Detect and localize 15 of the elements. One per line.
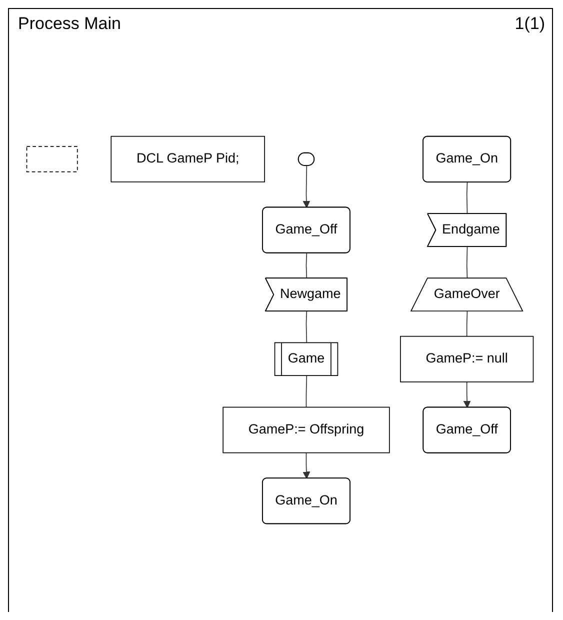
connector — [306, 311, 308, 344]
node-box: GameP:= null — [400, 336, 534, 382]
connector — [466, 311, 468, 337]
diagram-title: Process Main — [18, 14, 121, 34]
connector — [466, 246, 468, 279]
arrow — [463, 381, 471, 408]
connector — [306, 252, 308, 279]
page-number: 1(1) — [514, 14, 545, 33]
node-box: DCL GameP Pid; — [110, 136, 265, 182]
node-box: GameP:= Offspring — [222, 406, 390, 454]
connector — [306, 376, 308, 408]
arrow — [302, 452, 310, 479]
arrow — [302, 165, 310, 208]
node-note — [26, 146, 78, 172]
connector — [466, 182, 468, 214]
